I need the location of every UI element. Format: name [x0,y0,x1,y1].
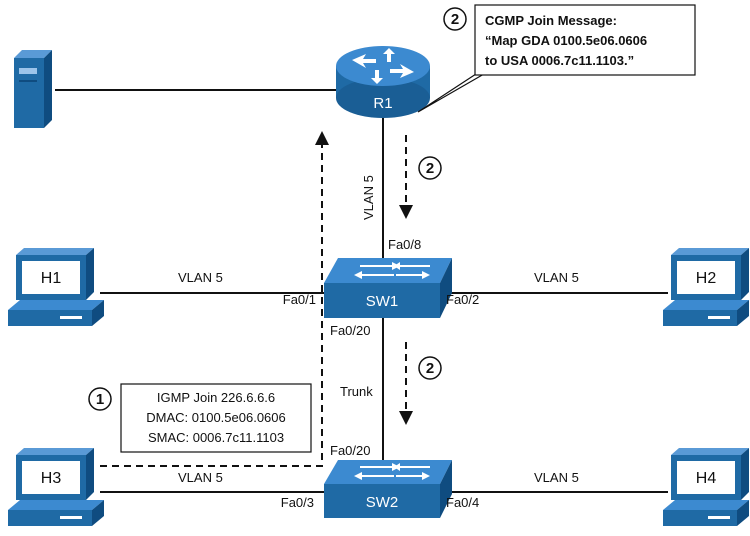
svg-text:2: 2 [451,11,459,28]
igmp-line-1: IGMP Join 226.6.6.6 [157,390,275,405]
switch-icon: SW1 [324,258,452,318]
cgmp-line-1: CGMP Join Message: [485,13,617,28]
vlan-label-h3: VLAN 5 [178,470,223,485]
host-label-h1: H1 [41,270,62,287]
svg-text:2: 2 [426,160,434,177]
vlan-label-h1: VLAN 5 [178,270,223,285]
igmp-line-3: SMAC: 0006.7c11.1103 [148,430,284,445]
svg-text:1: 1 [96,391,104,408]
pc-icon: H1 [8,248,104,326]
igmp-path [100,131,413,467]
port-label-sw2-left: Fa0/3 [281,495,314,510]
svg-text:2: 2 [426,360,434,377]
port-label-sw2-right: Fa0/4 [446,495,479,510]
igmp-line-2: DMAC: 0100.5e06.0606 [146,410,285,425]
port-label-sw1-left: Fa0/1 [283,292,316,307]
step-marker-2-top: 2 [443,7,467,31]
step-marker-1: 1 [88,387,112,411]
router-icon: R1 [336,46,430,118]
port-label-sw2-up: Fa0/20 [330,443,370,458]
port-label-sw1-down: Fa0/20 [330,323,370,338]
cgmp-join-callout: CGMP Join Message: “Map GDA 0100.5e06.06… [417,4,696,113]
cgmp-line-3: to USA 0006.7c11.1103.” [485,53,634,68]
switch-label-sw2: SW2 [366,494,399,511]
step-marker-2-sw1-sw2: 2 [418,356,442,380]
trunk-label: Trunk [340,384,373,399]
links [55,89,668,493]
host-label-h2: H2 [696,270,717,287]
host-label-h4: H4 [696,470,717,487]
igmp-join-arrow [100,131,329,467]
vlan-label-r1-sw1: VLAN 5 [361,175,376,220]
port-label-sw1-right: Fa0/2 [446,292,479,307]
router-label: R1 [373,95,392,112]
step-marker-2-r1-sw1: 2 [418,156,442,180]
server-icon [14,50,52,128]
igmp-join-callout: IGMP Join 226.6.6.6 DMAC: 0100.5e06.0606… [120,383,312,453]
pc-icon: H4 [663,448,749,526]
pc-icon: H3 [8,448,104,526]
switch-label-sw1: SW1 [366,293,399,310]
cgmp-line-2: “Map GDA 0100.5e06.0606 [485,33,647,48]
host-label-h3: H3 [41,470,62,487]
vlan-label-h2: VLAN 5 [534,270,579,285]
switch-icon: SW2 [324,460,452,518]
pc-icon: H2 [663,248,749,326]
port-label-sw1-up: Fa0/8 [388,237,421,252]
vlan-label-h4: VLAN 5 [534,470,579,485]
